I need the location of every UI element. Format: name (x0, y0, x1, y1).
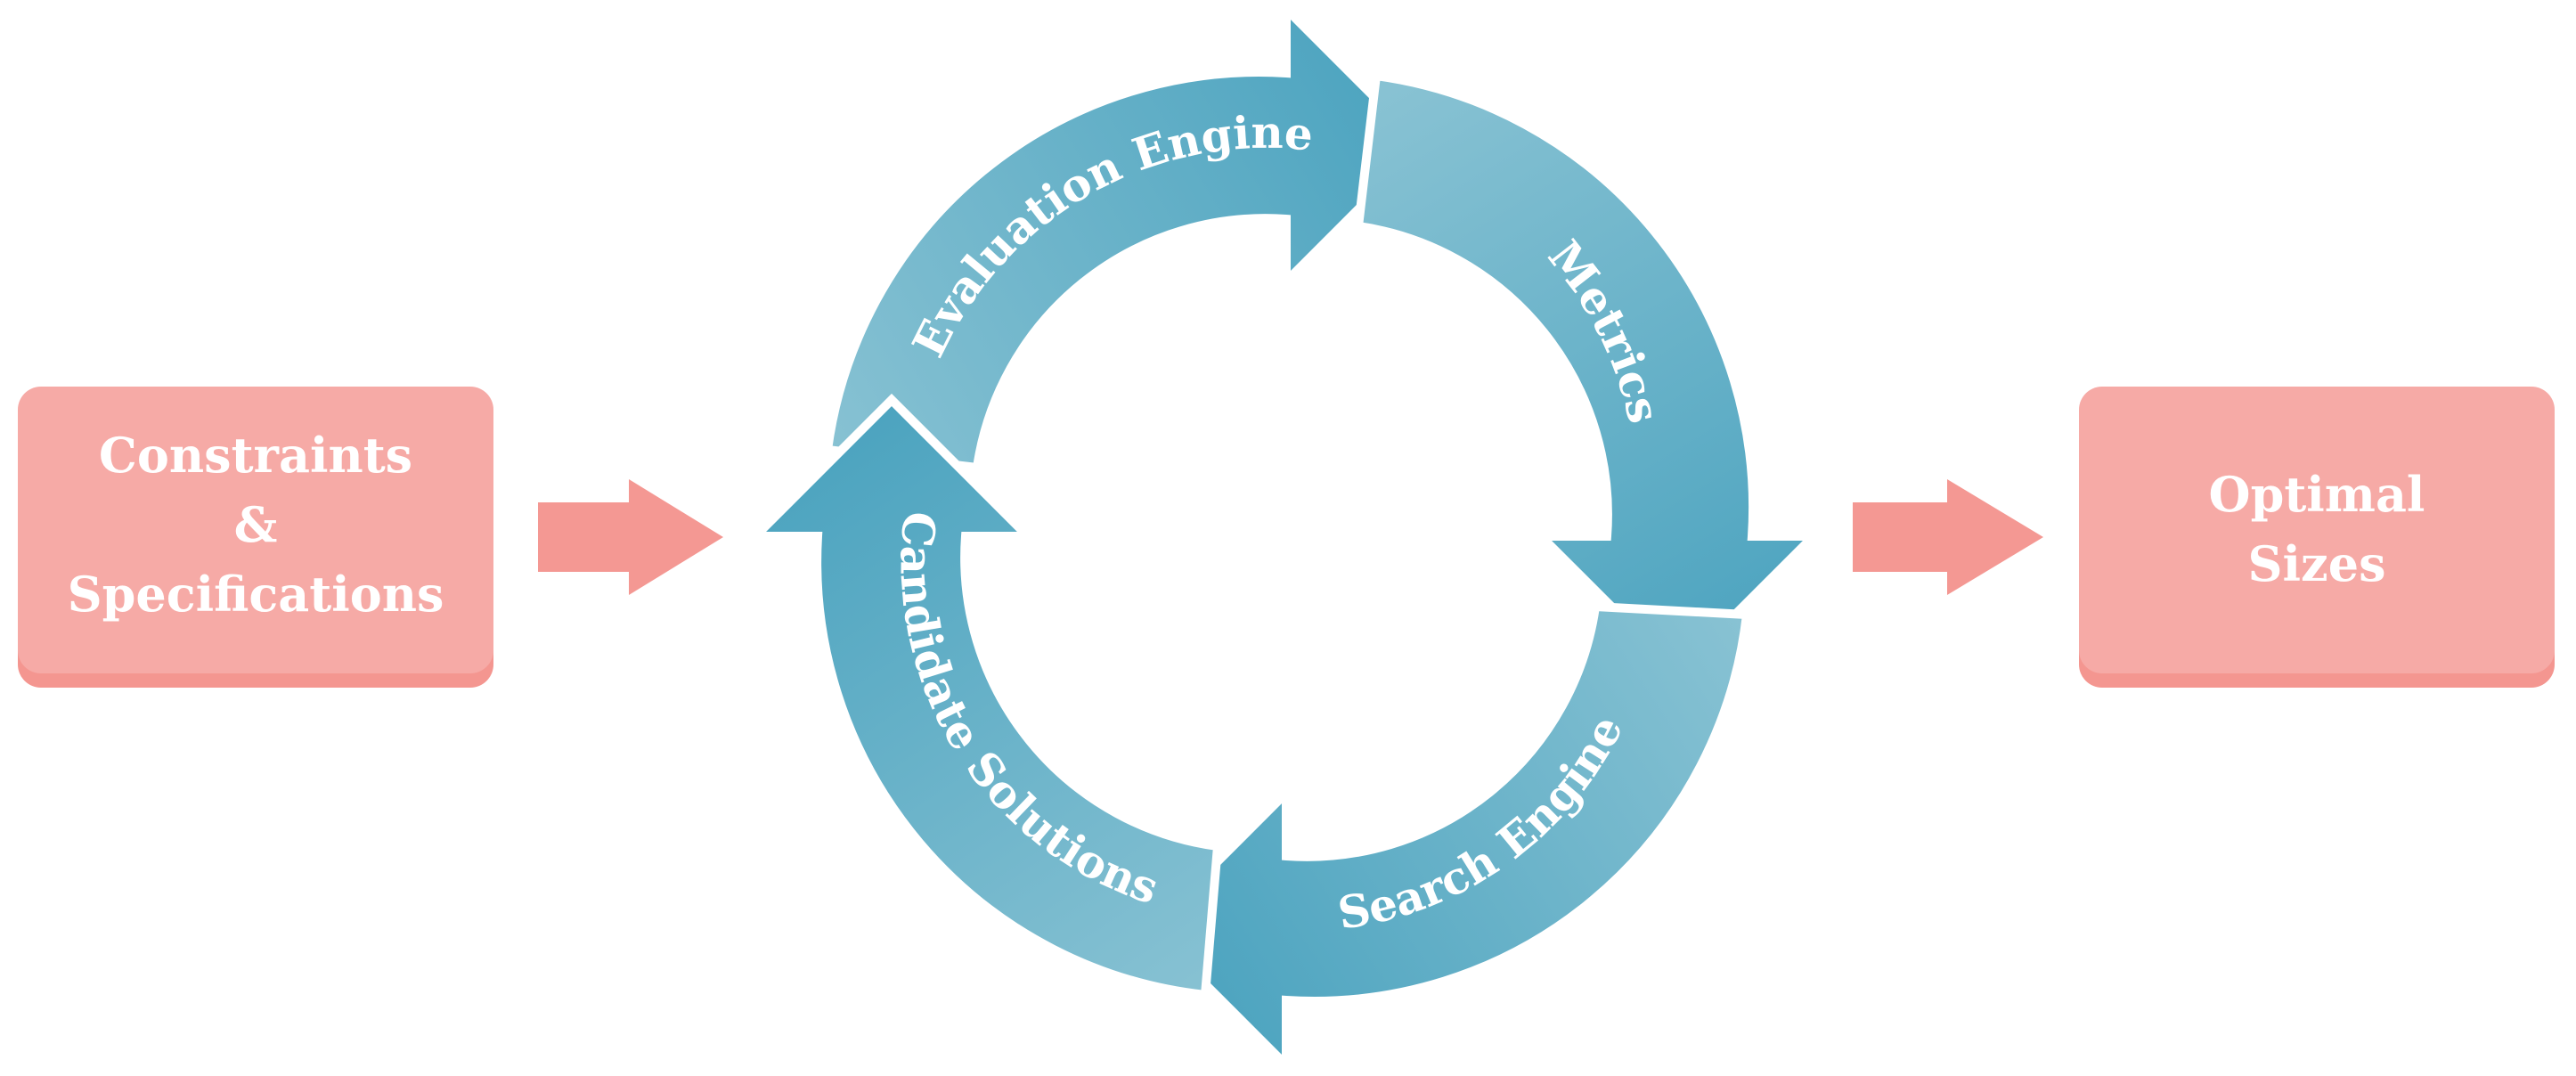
output-box-line-2: Sizes (2248, 535, 2386, 592)
cycle-arrow-evaluation-engine-shape (822, 0, 1430, 473)
output-box-line-1: Optimal (2209, 466, 2425, 523)
input-box-line-3: Specifications (68, 566, 444, 623)
cycle-arrow-search-engine-shape (1143, 601, 1752, 1076)
cycle-arrow-candidate-solutions: Candidate Solutions (744, 393, 1223, 1000)
right-arrow-icon (538, 479, 723, 595)
cycle-arrow-search-engine: Search Engine (1143, 601, 1752, 1076)
cycle-arrow-metrics-shape (1353, 70, 1825, 680)
output-box: Optimal Sizes (2079, 387, 2555, 688)
cycle-arrow-evaluation-engine: Evaluation Engine (822, 0, 1430, 473)
input-box-body (18, 387, 493, 673)
iteration-cycle: Evaluation Engine Metrics Search Engine … (744, 0, 1825, 1076)
output-box-body (2079, 387, 2555, 673)
cycle-arrow-metrics: Metrics (1353, 70, 1825, 680)
cycle-arrow-candidate-solutions-shape (744, 393, 1223, 1000)
input-box-line-1: Constraints (99, 427, 412, 484)
input-box: Constraints & Specifications (18, 387, 493, 688)
input-box-line-2: & (234, 496, 278, 553)
right-arrow-icon (1853, 479, 2043, 595)
